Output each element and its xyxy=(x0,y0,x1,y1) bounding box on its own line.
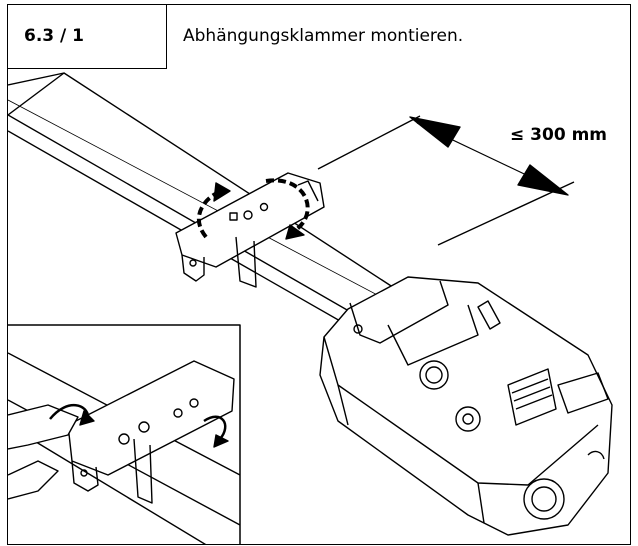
motor-housing xyxy=(319,276,613,536)
instruction-panel: 6.3 / 1 Abhängungsklammer montieren. xyxy=(7,4,631,545)
instruction-title: Abhängungsklammer montieren. xyxy=(183,26,464,46)
dimension-lines xyxy=(317,115,575,246)
step-number: 6.3 / 1 xyxy=(8,5,167,69)
detail-inset xyxy=(8,324,241,544)
suspension-bracket xyxy=(175,172,325,288)
dimension-label: ≤ 300 mm xyxy=(510,125,607,145)
assembly-drawing xyxy=(8,72,613,544)
